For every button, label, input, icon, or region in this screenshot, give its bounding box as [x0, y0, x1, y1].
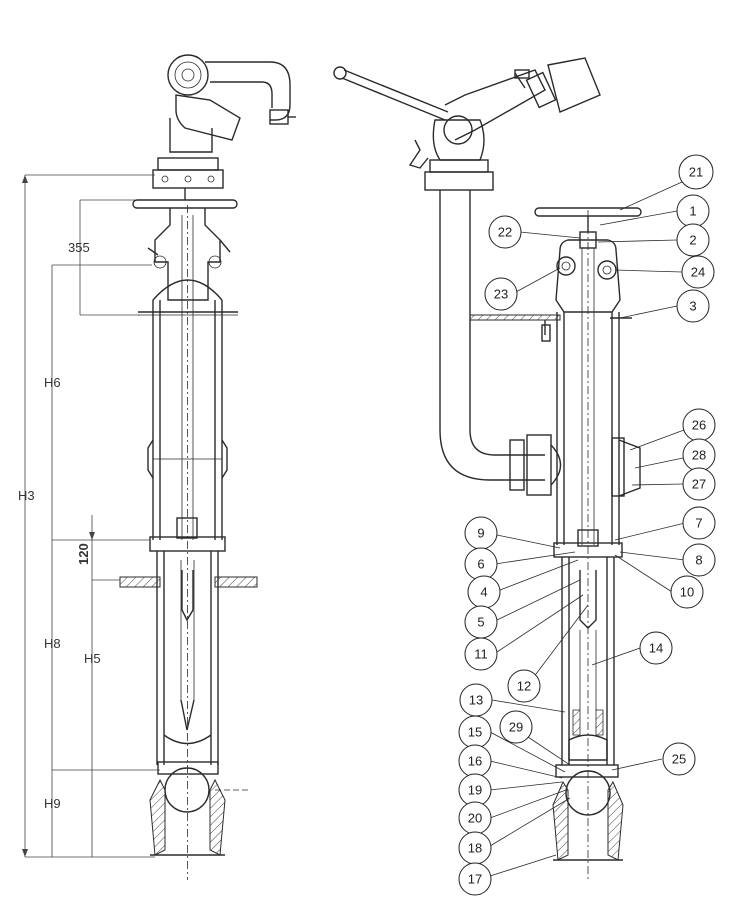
- balloon-9: 9: [464, 516, 498, 550]
- svg-text:22: 22: [498, 225, 512, 240]
- dim-label-h6: H6: [44, 375, 61, 390]
- balloon-11: 11: [464, 637, 498, 671]
- balloon-15: 15: [458, 715, 492, 749]
- balloon-21: 21: [678, 154, 714, 190]
- balloon-1: 1: [676, 194, 710, 228]
- balloon-5: 5: [464, 605, 498, 639]
- balloon-26: 26: [682, 408, 716, 442]
- svg-text:23: 23: [494, 287, 508, 302]
- svg-text:7: 7: [695, 516, 702, 531]
- svg-text:17: 17: [468, 872, 482, 887]
- svg-text:5: 5: [477, 615, 484, 630]
- balloon-4: 4: [467, 575, 501, 609]
- svg-text:26: 26: [692, 418, 706, 433]
- dim-label-h5: H5: [84, 651, 101, 666]
- svg-text:1: 1: [689, 204, 696, 219]
- svg-text:19: 19: [468, 783, 482, 798]
- balloon-24: 24: [681, 255, 715, 289]
- svg-text:25: 25: [672, 752, 686, 767]
- svg-text:11: 11: [474, 647, 488, 662]
- svg-text:14: 14: [649, 641, 663, 656]
- balloon-13: 13: [459, 683, 493, 717]
- svg-text:28: 28: [692, 448, 706, 463]
- svg-text:4: 4: [480, 585, 487, 600]
- balloon-27: 27: [682, 467, 716, 501]
- svg-text:13: 13: [469, 693, 483, 708]
- balloon-3: 3: [676, 289, 710, 323]
- balloon-8: 8: [682, 543, 716, 577]
- svg-text:21: 21: [689, 165, 703, 180]
- balloon-14: 14: [639, 631, 673, 665]
- svg-text:2: 2: [689, 233, 696, 248]
- svg-text:10: 10: [680, 585, 694, 600]
- svg-text:3: 3: [689, 299, 696, 314]
- svg-text:8: 8: [695, 553, 702, 568]
- dim-label-355: 355: [68, 240, 90, 255]
- left-hydrant-view: [22, 54, 296, 880]
- balloon-22: 22: [488, 215, 522, 249]
- dim-label-h9: H9: [44, 796, 61, 811]
- balloon-2: 2: [676, 223, 710, 257]
- balloon-23: 23: [484, 277, 518, 311]
- svg-text:15: 15: [468, 725, 482, 740]
- svg-text:20: 20: [468, 811, 482, 826]
- right-hydrant-view: [333, 57, 642, 880]
- balloon-25: 25: [662, 742, 696, 776]
- svg-text:12: 12: [517, 679, 531, 694]
- dim-label-h8: H8: [44, 636, 61, 651]
- balloon-19: 19: [458, 773, 492, 807]
- balloon-29: 29: [499, 710, 533, 744]
- balloon-28: 28: [682, 438, 716, 472]
- balloon-10: 10: [670, 575, 704, 609]
- svg-text:16: 16: [468, 754, 482, 769]
- svg-text:24: 24: [691, 265, 705, 280]
- svg-text:9: 9: [477, 526, 484, 541]
- svg-text:18: 18: [468, 841, 482, 856]
- balloon-20: 20: [458, 801, 492, 835]
- balloon-12: 12: [507, 669, 541, 703]
- dim-label-120: 120: [76, 543, 91, 565]
- balloon-6: 6: [464, 547, 498, 581]
- svg-text:6: 6: [477, 557, 484, 572]
- balloon-16: 16: [458, 744, 492, 778]
- leader-lines: [489, 181, 686, 877]
- balloon-18: 18: [458, 831, 492, 865]
- balloon-7: 7: [682, 506, 716, 540]
- balloon-17: 17: [458, 862, 492, 896]
- svg-text:29: 29: [509, 720, 523, 735]
- svg-text:27: 27: [692, 477, 706, 492]
- dim-label-h3: H3: [18, 488, 35, 503]
